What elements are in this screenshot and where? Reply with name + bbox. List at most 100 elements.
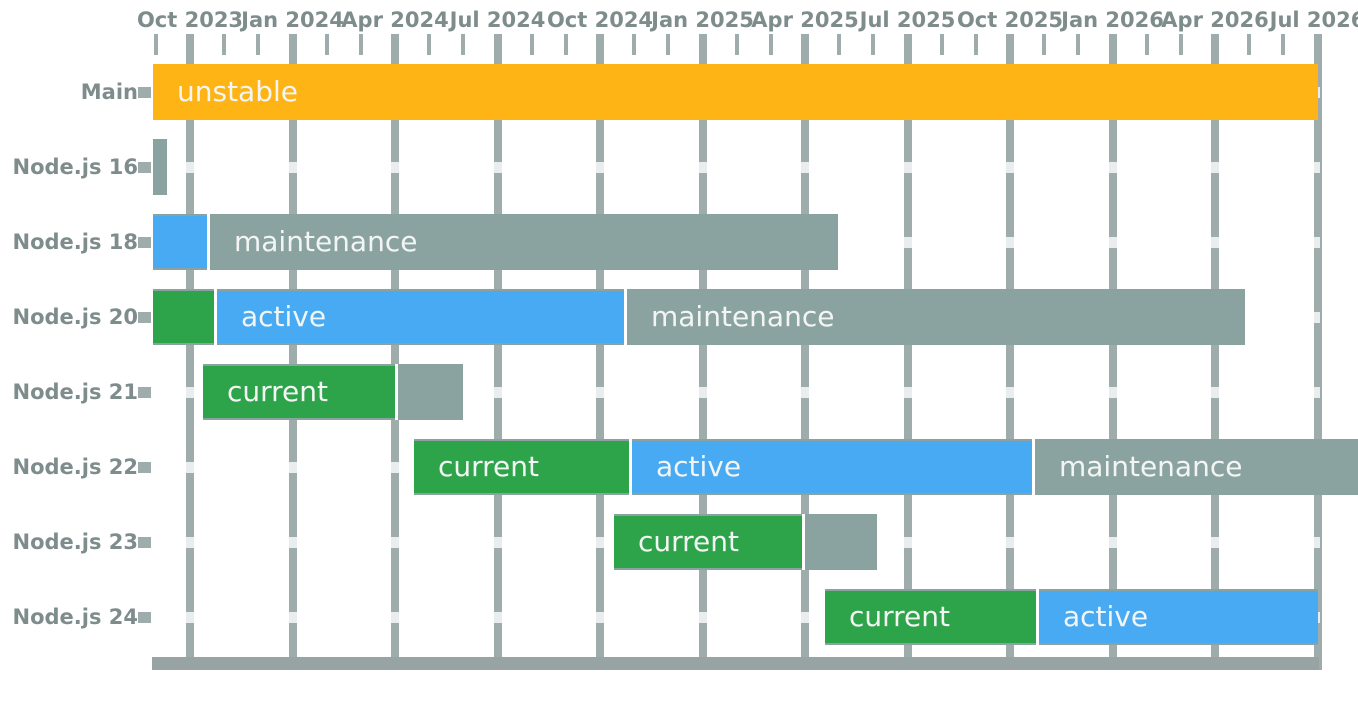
month-tick-icon xyxy=(1281,34,1286,55)
row-label: Node.js 24 xyxy=(12,605,139,629)
axis-tick-label: Jan 2024 xyxy=(241,8,344,32)
row-axis-tick-icon xyxy=(138,612,151,623)
gridline xyxy=(288,34,297,670)
month-tick-icon xyxy=(1247,34,1252,55)
month-tick-icon xyxy=(153,34,158,55)
axis-tick-label: Apr 2024 xyxy=(341,8,449,32)
current-bar-segment xyxy=(153,291,214,343)
bar-phase-label: maintenance xyxy=(1059,450,1243,483)
bar-phase-label: active xyxy=(1063,600,1149,633)
row-label: Node.js 16 xyxy=(12,155,139,179)
active-bar-segment xyxy=(1039,591,1318,643)
current-bar-segment xyxy=(414,441,629,493)
row-axis-tick-icon xyxy=(138,87,151,98)
axis-tick-label: Oct 2024 xyxy=(546,8,654,32)
month-tick-icon xyxy=(1042,34,1047,55)
row-axis-tick-icon xyxy=(138,537,151,548)
gridline xyxy=(903,34,912,670)
month-tick-icon xyxy=(529,34,534,55)
month-tick-icon xyxy=(563,34,568,55)
segment-separator xyxy=(1036,589,1039,645)
month-tick-icon xyxy=(871,34,876,55)
segment-separator xyxy=(629,439,632,495)
gridline xyxy=(1108,34,1117,670)
gridline xyxy=(493,34,502,670)
month-tick-icon xyxy=(256,34,261,55)
bar-phase-label: current xyxy=(438,450,540,483)
current-bar-segment xyxy=(203,366,395,418)
bar-phase-label: current xyxy=(638,525,740,558)
segment-separator xyxy=(1032,439,1035,495)
bar-phase-label: active xyxy=(656,450,742,483)
gridline xyxy=(698,34,707,670)
bar-phase-label: maintenance xyxy=(651,300,835,333)
active-bar-segment xyxy=(217,291,624,343)
month-tick-icon xyxy=(222,34,227,55)
x-axis-line xyxy=(152,657,1319,670)
row-label: Node.js 20 xyxy=(12,305,139,329)
gridline xyxy=(186,34,194,670)
axis-tick-label: Apr 2025 xyxy=(751,8,859,32)
axis-tick-label: Jan 2026 xyxy=(1061,8,1164,32)
row-axis-tick-icon xyxy=(138,462,151,473)
segment-separator xyxy=(214,289,217,345)
row-axis-tick-icon xyxy=(138,312,151,323)
month-tick-icon xyxy=(461,34,466,55)
month-tick-icon xyxy=(358,34,363,55)
row-label: Node.js 23 xyxy=(12,530,139,554)
row-label: Main xyxy=(80,80,138,104)
bar-track xyxy=(153,214,838,270)
bar-phase-label: unstable xyxy=(177,75,298,108)
current-bar-segment xyxy=(825,591,1036,643)
bar-phase-label: current xyxy=(227,375,329,408)
bar-phase-label: current xyxy=(849,600,951,633)
month-tick-icon xyxy=(768,34,773,55)
bar-phase-label: maintenance xyxy=(234,225,418,258)
axis-tick-label: Jul 2025 xyxy=(859,8,956,32)
month-tick-icon xyxy=(973,34,978,55)
row-label: Node.js 21 xyxy=(12,380,139,404)
month-tick-icon xyxy=(427,34,432,55)
month-tick-icon xyxy=(666,34,671,55)
row-axis-tick-icon xyxy=(138,162,151,173)
row-label: Node.js 18 xyxy=(12,230,139,254)
active-bar-segment xyxy=(632,441,1032,493)
axis-tick-label: Oct 2025 xyxy=(956,8,1064,32)
active-bar-segment xyxy=(153,216,207,268)
row-axis-tick-icon xyxy=(138,237,151,248)
month-tick-icon xyxy=(837,34,842,55)
gridline xyxy=(596,34,604,670)
row-band xyxy=(152,612,1320,623)
axis-tick-label: Oct 2023 xyxy=(136,8,244,32)
segment-separator xyxy=(207,214,210,270)
axis-tick-label: Apr 2026 xyxy=(1161,8,1269,32)
month-tick-icon xyxy=(734,34,739,55)
gridline xyxy=(391,34,399,670)
gridline xyxy=(1211,34,1219,670)
row-label: Node.js 22 xyxy=(12,455,139,479)
unstable-bar-segment xyxy=(153,64,1318,120)
segment-separator xyxy=(395,364,398,420)
month-tick-icon xyxy=(1076,34,1081,55)
row-band xyxy=(152,387,1320,398)
segment-separator xyxy=(624,289,627,345)
bar-phase-label: active xyxy=(241,300,327,333)
gridline xyxy=(1006,34,1014,670)
month-tick-icon xyxy=(324,34,329,55)
row-axis-tick-icon xyxy=(138,387,151,398)
month-tick-icon xyxy=(632,34,637,55)
gridline xyxy=(801,34,809,670)
month-tick-icon xyxy=(1178,34,1183,55)
bar-track xyxy=(153,139,167,195)
axis-tick-label: Jul 2026 xyxy=(1269,8,1358,32)
segment-separator xyxy=(802,514,805,570)
gridline xyxy=(1313,34,1322,670)
axis-tick-label: Jul 2024 xyxy=(449,8,546,32)
row-band xyxy=(152,162,1320,173)
month-tick-icon xyxy=(939,34,944,55)
month-tick-icon xyxy=(1144,34,1149,55)
